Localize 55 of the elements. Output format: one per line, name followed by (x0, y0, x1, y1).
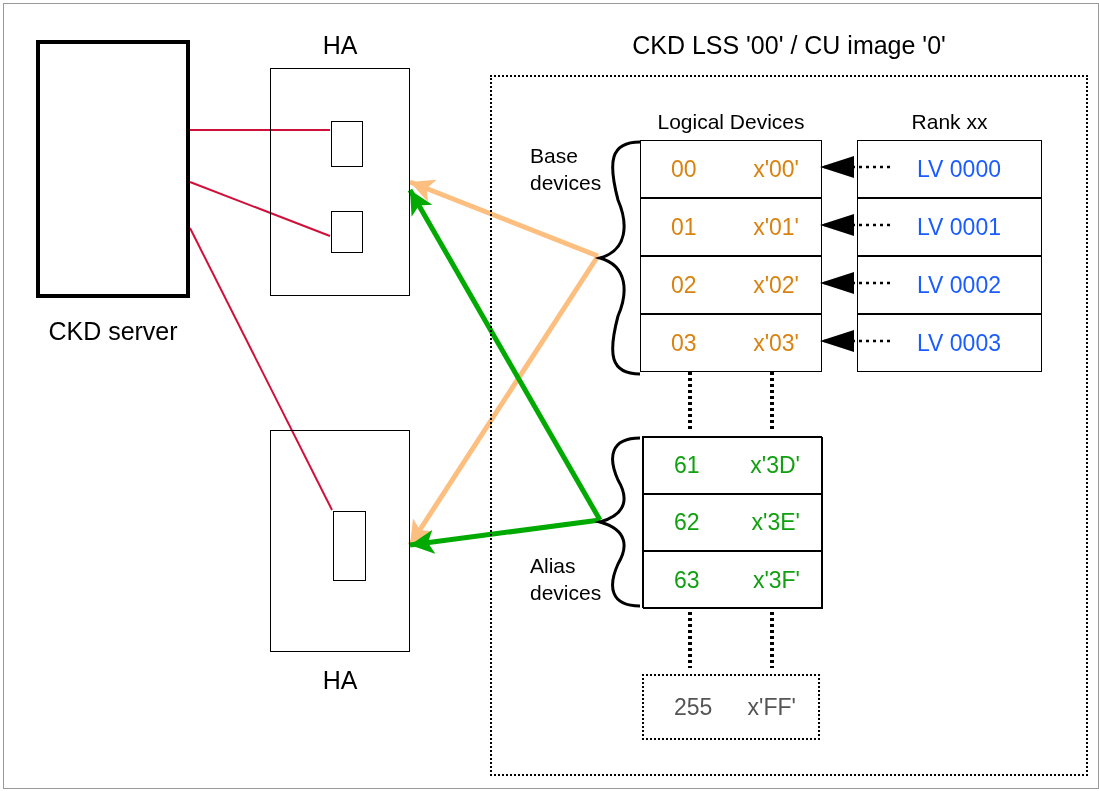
device-row (640, 140, 822, 198)
device-text: x'03' (753, 328, 799, 358)
adapter-title: HA (322, 31, 358, 59)
device-text: 03 (671, 328, 697, 358)
device-table (642, 436, 822, 608)
device-text: x'00' (753, 154, 799, 184)
group-label: Base devices (530, 143, 603, 196)
device-text: 02 (671, 270, 697, 300)
port-box (333, 511, 366, 581)
device-text: x'3F' (752, 565, 800, 595)
device-row (642, 674, 820, 740)
volume-text: LV 0003 (917, 328, 1001, 358)
device-row (640, 314, 822, 372)
device-text: x'02' (753, 270, 799, 300)
device-row (640, 198, 822, 256)
column-header: Logical Devices (657, 110, 805, 133)
connection-line (189, 227, 333, 511)
device-row (643, 551, 823, 609)
arrow (409, 517, 601, 554)
device-text: 255 (674, 692, 713, 722)
dotted-arrow (820, 330, 890, 352)
server-caption: CKD server (48, 317, 178, 345)
group-label: Alias devices (530, 553, 603, 606)
column-header: Rank xx (911, 110, 988, 133)
volume-row (857, 314, 1042, 372)
device-text: 63 (674, 565, 700, 595)
dotted-arrow (820, 156, 890, 178)
port-box (331, 121, 363, 167)
port-box (331, 211, 363, 253)
volume-text: LV 0002 (917, 270, 1001, 300)
dotted-arrow (820, 272, 890, 294)
device-text: x'3E' (751, 508, 800, 538)
arrow (409, 179, 599, 259)
adapter-title: HA (322, 665, 358, 694)
device-row (643, 494, 823, 551)
device-text: 62 (674, 508, 700, 538)
device-text: 61 (674, 451, 700, 481)
device-text: x'01' (753, 212, 799, 242)
connection-line (189, 181, 331, 237)
device-text: x'3D' (750, 451, 800, 481)
device-text: x'FF' (747, 692, 796, 722)
volume-row (857, 256, 1042, 314)
volume-text: LV 0000 (917, 154, 1001, 184)
arrow (407, 254, 601, 547)
volume-row (857, 198, 1042, 256)
volume-row (857, 140, 1042, 198)
device-text: 00 (671, 154, 697, 184)
volume-text: LV 0001 (917, 212, 1001, 242)
device-text: 01 (671, 212, 697, 242)
connection-line (189, 129, 331, 131)
lss-title: CKD LSS '00' / CU image '0' (632, 31, 946, 59)
device-row (640, 256, 822, 314)
arrow (407, 188, 603, 522)
dotted-arrow (820, 214, 890, 236)
device-row (643, 437, 823, 494)
